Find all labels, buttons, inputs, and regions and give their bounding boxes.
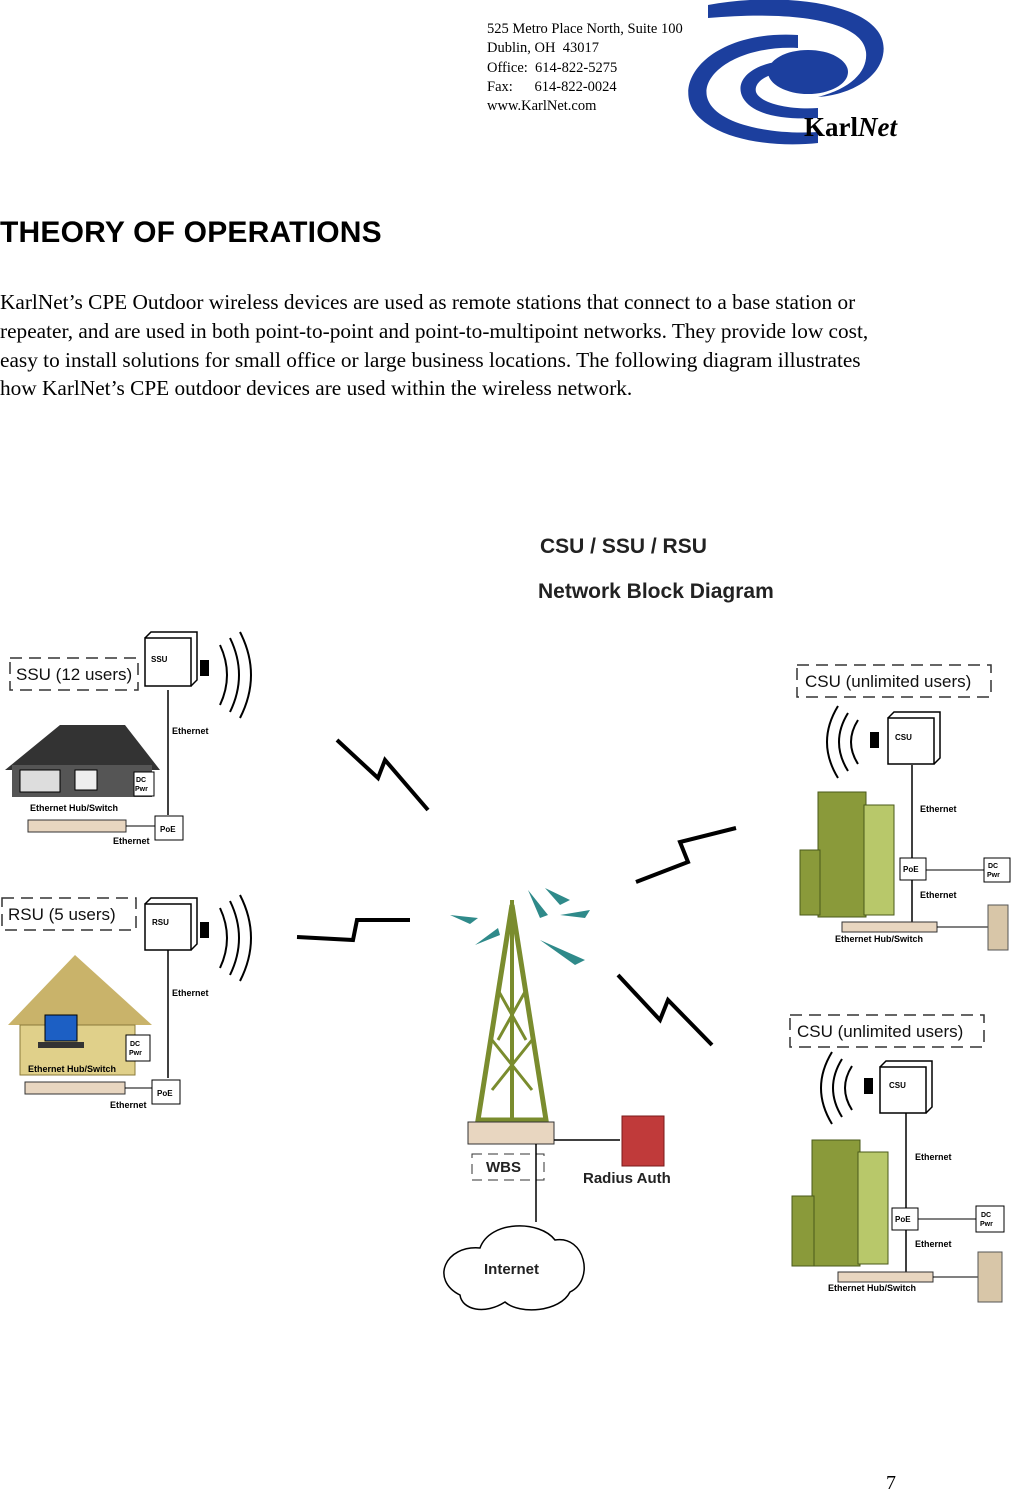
network-block-diagram: CSU / SSU / RSU Network Block Diagram SS… — [1, 535, 1011, 1311]
svg-text:CSU: CSU — [895, 733, 912, 742]
radius-server-icon — [621, 1115, 665, 1167]
logo-net: Net — [857, 112, 898, 142]
ssu-poe-icon — [154, 815, 184, 841]
office-building-icon — [791, 1139, 889, 1267]
office-building-icon — [799, 791, 895, 918]
house-icon — [5, 725, 160, 797]
ssu-box-label: SSU — [151, 655, 168, 664]
wbs-tower: WBS Radius Auth Internet — [443, 888, 671, 1311]
rsu-poe-icon — [151, 1079, 181, 1105]
rsu-label: RSU (5 users) — [8, 905, 116, 924]
server-icon — [977, 1251, 1003, 1303]
svg-text:Ethernet: Ethernet — [915, 1152, 952, 1162]
ssu-label: SSU (12 users) — [16, 665, 132, 684]
csu-unit-icon — [887, 717, 935, 765]
svg-text:PoE: PoE — [903, 865, 919, 874]
address-line: 525 Metro Place North, Suite 100 — [487, 21, 683, 37]
csu-label: CSU (unlimited users) — [797, 1022, 963, 1041]
home-icon — [8, 955, 152, 1076]
website: www.KarlNet.com — [487, 98, 597, 115]
fax-number: Fax: 614-822-0024 — [487, 78, 617, 95]
svg-text:Ethernet: Ethernet — [920, 804, 957, 814]
diagram-subtitle: Network Block Diagram — [538, 580, 774, 603]
radius-label: Radius Auth — [583, 1170, 671, 1187]
rsu-unit-icon — [144, 903, 192, 951]
svg-text:PoE: PoE — [160, 825, 176, 834]
internet-label: Internet — [484, 1261, 539, 1278]
svg-text:Pwr: Pwr — [129, 1050, 142, 1057]
svg-text:Pwr: Pwr — [135, 786, 148, 793]
svg-text:PoE: PoE — [895, 1215, 911, 1224]
svg-text:Ethernet: Ethernet — [915, 1239, 952, 1249]
rsu-box-label: RSU — [152, 918, 169, 927]
svg-text:Ethernet: Ethernet — [110, 1100, 147, 1110]
svg-text:Ethernet Hub/Switch: Ethernet Hub/Switch — [828, 1283, 916, 1293]
office-phone: Office: 614-822-5275 — [487, 59, 618, 76]
svg-text:Pwr: Pwr — [980, 1221, 993, 1228]
ssu-unit-icon — [144, 637, 192, 687]
csu-unit-icon — [879, 1066, 927, 1114]
svg-text:DC: DC — [981, 1212, 991, 1219]
diagram-title: CSU / SSU / RSU — [540, 535, 707, 558]
address-line: Dublin, OH 43017 — [487, 40, 599, 57]
svg-text:Ethernet: Ethernet — [920, 890, 957, 900]
svg-text:Pwr: Pwr — [987, 872, 1000, 879]
computer-icon — [44, 1014, 78, 1042]
csu-group-top: CSU (unlimited users) CSU Ethernet PoE D… — [796, 664, 1011, 951]
ssu-dc-label: DC — [136, 777, 146, 784]
csu-label: CSU (unlimited users) — [805, 672, 971, 691]
section-title: THEORY OF OPERATIONS — [0, 216, 382, 249]
rsu-signal-icon — [219, 894, 252, 982]
wbs-label: WBS — [486, 1159, 521, 1176]
ssu-signal-icon — [219, 631, 252, 719]
section-paragraph: KarlNet’s CPE Outdoor wireless devices a… — [0, 290, 869, 401]
rsu-ethernet-label: Ethernet — [172, 988, 209, 998]
logo-karl: Karl — [804, 112, 858, 142]
ssu-hub-label: Ethernet Hub/Switch — [30, 803, 118, 813]
svg-text:DC: DC — [130, 1041, 140, 1048]
page-number: 7 — [886, 1472, 896, 1494]
svg-text:PoE: PoE — [157, 1089, 173, 1098]
ssu-group: SSU (12 users) SSU Ethernet DC Pwr Ether… — [5, 631, 252, 846]
karlnet-logo: KarlNet — [688, 0, 898, 145]
svg-text:Ethernet Hub/Switch: Ethernet Hub/Switch — [835, 934, 923, 944]
svg-text:Ethernet: Ethernet — [113, 836, 150, 846]
svg-text:CSU: CSU — [889, 1081, 906, 1090]
csu-group-bottom: CSU (unlimited users) CSU Ethernet PoE D… — [789, 1014, 1005, 1303]
rsu-hub-label: Ethernet Hub/Switch — [28, 1064, 116, 1074]
ssu-ethernet-label: Ethernet — [172, 726, 209, 736]
antenna-icon — [450, 888, 590, 965]
wireless-links — [296, 738, 737, 1047]
server-icon — [987, 904, 1009, 951]
svg-text:DC: DC — [988, 863, 998, 870]
rsu-group: RSU (5 users) RSU Ethernet DC Pwr Ethern… — [1, 894, 252, 1110]
internet-cloud-icon — [443, 1225, 585, 1311]
svg-text:KarlNet: KarlNet — [804, 112, 898, 142]
company-address: 525 Metro Place North, Suite 100 Dublin,… — [487, 20, 683, 116]
